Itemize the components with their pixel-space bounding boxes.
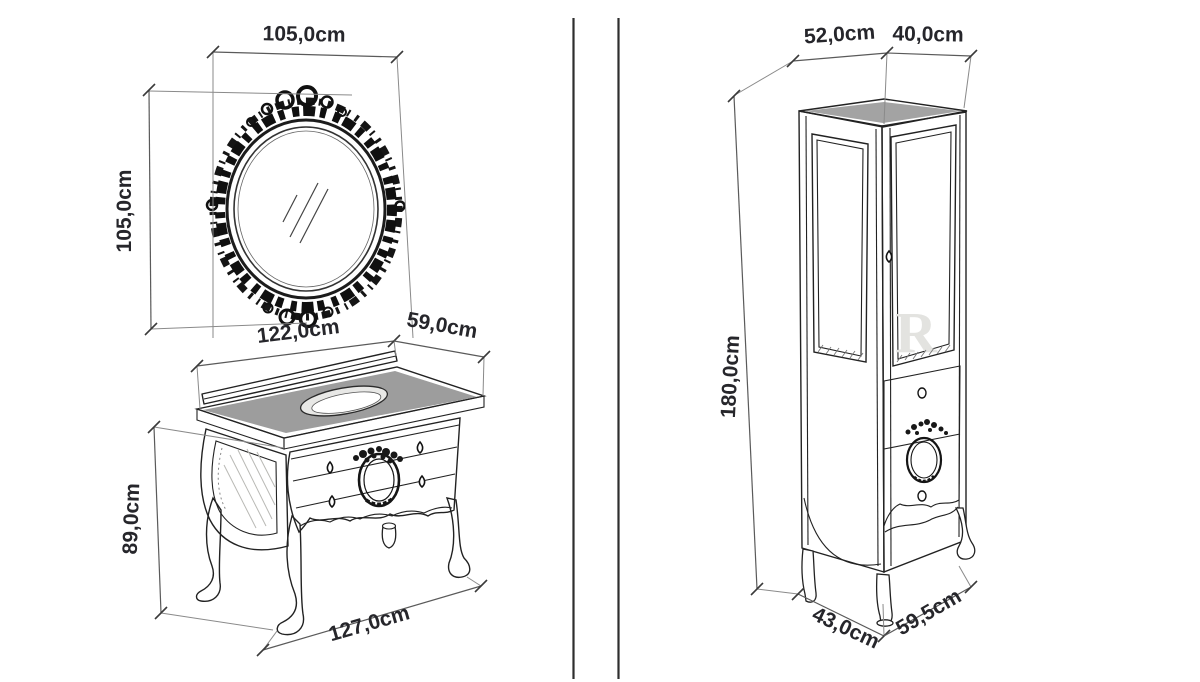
side-panel-hatching xyxy=(223,448,276,529)
cabinet-glass-door: R xyxy=(885,124,957,367)
mirror-frame-carving xyxy=(215,106,397,312)
vanity-floral-crest xyxy=(353,446,403,464)
cabinet-carved-apron-line xyxy=(884,506,959,533)
round-ornate-mirror xyxy=(205,85,406,329)
vanity-leg-front-right xyxy=(445,497,471,579)
vanity-leg-back-left xyxy=(195,496,222,602)
vanity-counter-top xyxy=(194,366,487,450)
cabinet-floral-crest xyxy=(905,419,948,435)
vanity-legs xyxy=(195,496,471,636)
cabinet-legs xyxy=(801,507,976,627)
vanity-height-label: 89,0cm xyxy=(119,483,144,555)
vanity-cabinet xyxy=(194,350,487,636)
mirror-glass xyxy=(233,126,379,292)
vanity-center-pendant xyxy=(381,522,397,549)
mirror-height-dimension: 105,0cm xyxy=(113,83,353,336)
cabinet-knob-top xyxy=(917,387,927,399)
cabinet-top-surface xyxy=(805,102,961,123)
cabinet-floor-width-dimension: 43,0cm xyxy=(791,587,891,654)
ring-base-plate xyxy=(365,497,394,506)
vanity-carved-apron-line xyxy=(299,506,453,527)
cabinet-top-depth-label: 40,0cm xyxy=(892,22,964,46)
cabinet-leg-front xyxy=(875,573,893,625)
cabinet-floor-depth-dimension: 59,5cm xyxy=(883,565,978,641)
vanity-floor-width-label: 127,0cm xyxy=(326,601,412,646)
cabinet-floor-depth-label: 59,5cm xyxy=(892,585,965,641)
cabinet-drawer-section xyxy=(883,365,961,533)
cabinet-drawer-divider xyxy=(883,433,961,450)
cabinet-top-width-label: 52,0cm xyxy=(803,21,876,49)
sink-basin xyxy=(299,385,389,417)
side-panel-dotted-curve xyxy=(217,447,227,511)
cabinet-ring-ornament xyxy=(905,419,948,484)
mirror-height-label: 105,0cm xyxy=(113,170,136,253)
vanity-teardrop-pulls xyxy=(326,440,426,509)
cabinet-front-foot xyxy=(876,619,894,627)
vanity-side-panel xyxy=(200,428,289,551)
cabinet-left-glass-panel xyxy=(811,133,869,363)
mirror-reflection-marks xyxy=(282,182,329,244)
drawer-divider-bottom xyxy=(295,473,456,509)
mirror-glass-bevel xyxy=(237,130,375,288)
cabinet-leg-right xyxy=(954,507,976,560)
cabinet-leg-left xyxy=(801,548,817,603)
door-keyhole-teardrop xyxy=(885,249,893,264)
mirror-width-dimension: 105,0cm xyxy=(206,22,414,339)
cabinet-left-carved-bottom xyxy=(803,497,882,566)
left-panel-sill-hatching xyxy=(817,344,864,361)
cabinet-knob-bottom xyxy=(917,490,927,502)
mirror-crest-scrolls xyxy=(205,85,406,329)
cabinet-top-width-dimension: 52,0cm 40,0cm xyxy=(734,21,978,125)
mirror-frame-outer-scrollwork xyxy=(209,97,403,321)
drawer-divider-top xyxy=(292,446,458,482)
cabinet-height-label: 180,0cm xyxy=(717,335,744,419)
vanity-ring-ornament xyxy=(353,446,403,508)
cabinet-floor-width-label: 43,0cm xyxy=(809,603,883,654)
panel-divider xyxy=(572,18,620,679)
door-sill-hatching xyxy=(896,344,951,363)
vanity-leg-front-left xyxy=(276,514,305,636)
mirror-frame-ring xyxy=(225,118,387,300)
vanity-backsplash xyxy=(201,350,398,405)
mirror-width-label: 105,0cm xyxy=(262,22,345,46)
vanity-height-dimension: 89,0cm xyxy=(119,420,285,631)
vanity-top-width-label: 122,0cm xyxy=(256,315,341,348)
tall-cabinet: R xyxy=(798,98,976,627)
vanity-front-face xyxy=(286,417,461,534)
cabinet-top xyxy=(798,98,968,128)
cabinet-height-dimension: 180,0cm xyxy=(717,89,799,596)
vanity-top-depth-label: 59,0cm xyxy=(405,308,479,343)
